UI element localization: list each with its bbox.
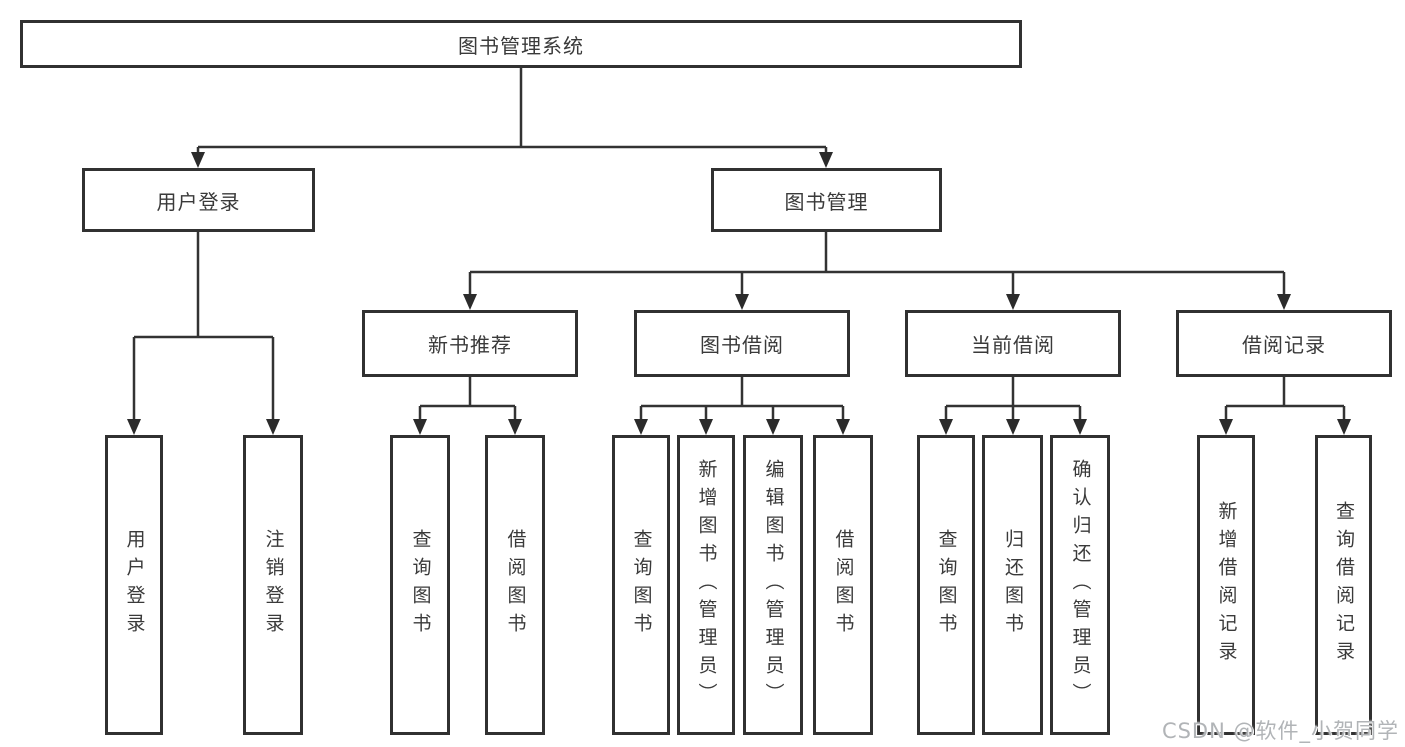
arrow-down-icon [735,294,749,310]
leaf-record-query-label: 查询借阅记录 [1333,501,1355,669]
arrow-down-icon [1073,419,1087,435]
leaf-borrow-edit-label: 编辑图书（管理员） [762,459,785,711]
arrow-down-icon [127,419,141,435]
leaf-current-query: 查询图书 [917,435,975,735]
node-book-management: 图书管理 [711,168,942,232]
node-book-borrow: 图书借阅 [634,310,850,377]
node-root: 图书管理系统 [20,20,1022,68]
arrow-down-icon [634,419,648,435]
leaf-record-add-label: 新增借阅记录 [1215,501,1238,669]
leaf-current-query-label: 查询图书 [935,529,958,641]
arrow-down-icon [1219,419,1233,435]
arrow-down-icon [766,419,780,435]
leaf-newbook-borrow: 借阅图书 [485,435,545,735]
node-user-login-label: 用户登录 [156,189,241,214]
arrowheads [127,152,1351,435]
arrow-down-icon [191,152,205,168]
arrow-down-icon [819,152,833,168]
arrow-down-icon [1006,294,1020,310]
arrow-down-icon [508,419,522,435]
leaf-borrow-add: 新增图书（管理员） [677,435,735,735]
leaf-current-confirm-label: 确认归还（管理员） [1069,459,1092,711]
arrow-down-icon [1006,419,1020,435]
leaf-record-add: 新增借阅记录 [1197,435,1255,735]
arrow-down-icon [836,419,850,435]
leaf-borrow-query: 查询图书 [612,435,670,735]
node-user-login: 用户登录 [82,168,315,232]
leaf-record-query: 查询借阅记录 [1315,435,1372,735]
connector-paths [132,68,1346,421]
node-new-book-recommend: 新书推荐 [362,310,578,377]
node-root-label: 图书管理系统 [458,33,584,58]
leaf-user-login-label: 用户登录 [123,529,146,641]
leaf-borrow-query-label: 查询图书 [630,529,653,641]
csdn-watermark: CSDN @软件_小贺同学 [1161,719,1399,743]
arrow-down-icon [699,419,713,435]
node-current-borrow-label: 当前借阅 [971,333,1055,357]
node-book-borrow-label: 图书借阅 [700,333,784,357]
leaf-borrow-borrow-label: 借阅图书 [832,529,855,641]
leaf-current-return: 归还图书 [982,435,1043,735]
arrow-down-icon [463,294,477,310]
leaf-current-return-label: 归还图书 [1002,529,1024,641]
arrow-down-icon [1337,419,1351,435]
node-borrow-record: 借阅记录 [1176,310,1392,377]
leaf-user-login: 用户登录 [105,435,163,735]
node-current-borrow: 当前借阅 [905,310,1121,377]
arrow-down-icon [1277,294,1291,310]
node-borrow-record-label: 借阅记录 [1242,333,1326,357]
node-book-management-label: 图书管理 [784,189,869,214]
leaf-newbook-query-label: 查询图书 [409,529,432,641]
leaf-borrow-add-label: 新增图书（管理员） [695,459,718,711]
arrow-down-icon [266,419,280,435]
leaf-borrow-edit: 编辑图书（管理员） [743,435,803,735]
node-new-book-recommend-label: 新书推荐 [428,333,512,357]
leaf-logout: 注销登录 [243,435,303,735]
leaf-logout-label: 注销登录 [262,529,285,641]
arrow-down-icon [939,419,953,435]
arrow-down-icon [413,419,427,435]
leaf-newbook-borrow-label: 借阅图书 [504,529,527,641]
leaf-current-confirm: 确认归还（管理员） [1050,435,1110,735]
leaf-borrow-borrow: 借阅图书 [813,435,873,735]
leaf-newbook-query: 查询图书 [390,435,450,735]
